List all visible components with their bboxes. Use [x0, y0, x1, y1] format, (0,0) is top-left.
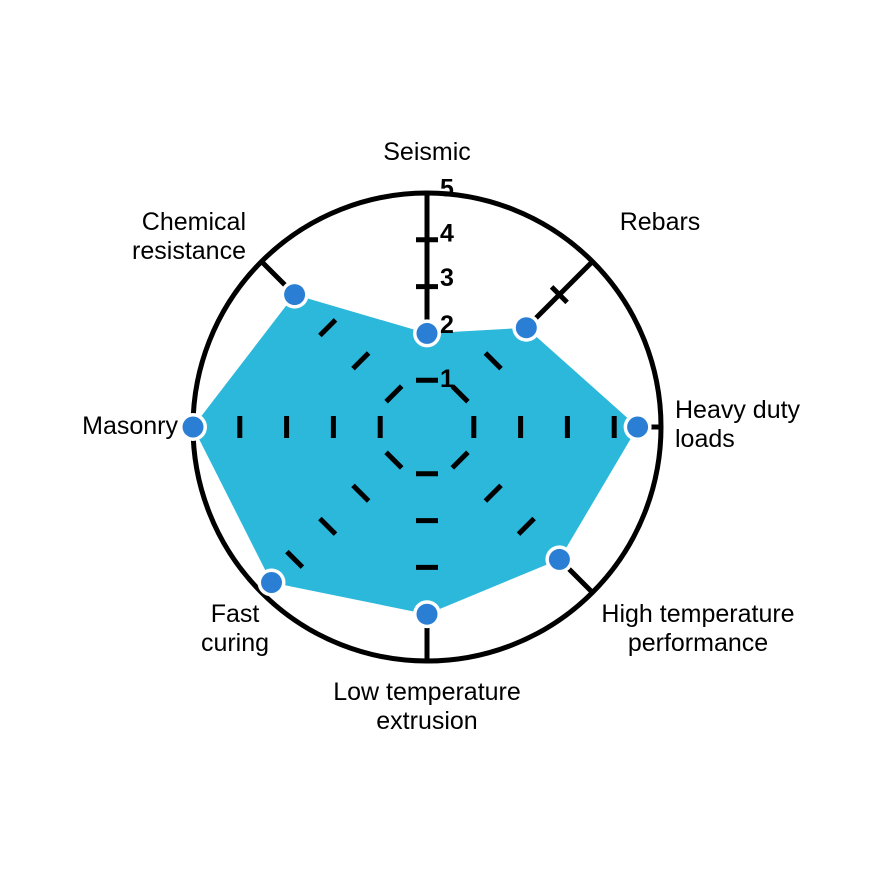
data-point-chemical-resistance[interactable]: [280, 280, 309, 309]
data-point-dot: [284, 284, 306, 306]
radial-tick-rebars-1: [450, 384, 470, 404]
axis-label-chemical-resistance: Chemical resistance: [132, 208, 246, 266]
data-point-fast-curing[interactable]: [257, 568, 286, 597]
radial-tick-rebars-2: [483, 351, 503, 371]
radial-tick-fast-curing-2: [351, 483, 371, 503]
radial-tick-chemical-resistance-2: [351, 351, 371, 371]
axis-label-seismic: Seismic: [383, 138, 471, 166]
radial-tick-chemical-resistance-3: [318, 318, 338, 338]
radial-tick-label-1: 1: [440, 365, 454, 393]
data-point-seismic[interactable]: [413, 319, 441, 348]
data-point-dot: [548, 548, 570, 570]
axis-label-high-temperature-performance: High temperature performance: [601, 600, 795, 658]
data-point-dot: [182, 416, 204, 438]
radial-tick-high-temperature-performance-1: [450, 450, 470, 470]
axis-label-low-temperature-extrusion: Low temperature extrusion: [333, 678, 521, 736]
radial-tick-label-3: 3: [440, 264, 454, 292]
radial-tick-chemical-resistance-1: [384, 384, 404, 404]
data-point-masonry[interactable]: [179, 413, 207, 441]
data-point-dot: [416, 322, 438, 344]
radial-tick-high-temperature-performance-2: [483, 483, 503, 503]
radial-tick-labels: 1 2 3 4 5: [440, 175, 454, 393]
radial-tick-label-4: 4: [440, 219, 454, 247]
data-point-dot: [627, 416, 649, 438]
radial-tick-label-2: 2: [440, 311, 454, 339]
data-point-rebars[interactable]: [512, 313, 541, 342]
radial-tick-fast-curing-1: [384, 450, 404, 470]
data-point-dot: [515, 317, 537, 339]
radial-tick-high-temperature-performance-3: [516, 516, 536, 536]
data-point-dot: [261, 572, 282, 593]
radial-tick-label-5: 5: [440, 175, 454, 203]
radial-tick-fast-curing-4: [285, 549, 305, 569]
radial-tick-fast-curing-3: [318, 516, 338, 536]
axis-label-fast-curing: Fast curing: [200, 600, 270, 658]
data-point-low-temperature-extrusion[interactable]: [413, 600, 441, 629]
data-point-markers: [179, 280, 652, 629]
radial-tick-rebars-4: [549, 285, 569, 305]
data-point-heavy-duty-loads[interactable]: [623, 413, 652, 441]
axis-label-masonry: Masonry: [82, 412, 178, 440]
data-point-dot: [416, 603, 438, 625]
axis-label-heavy-duty-loads: Heavy duty loads: [675, 396, 801, 454]
data-point-high-temperature-performance[interactable]: [545, 545, 574, 574]
series-area-product-profile: [193, 294, 638, 615]
axis-label-rebars: Rebars: [619, 208, 701, 236]
